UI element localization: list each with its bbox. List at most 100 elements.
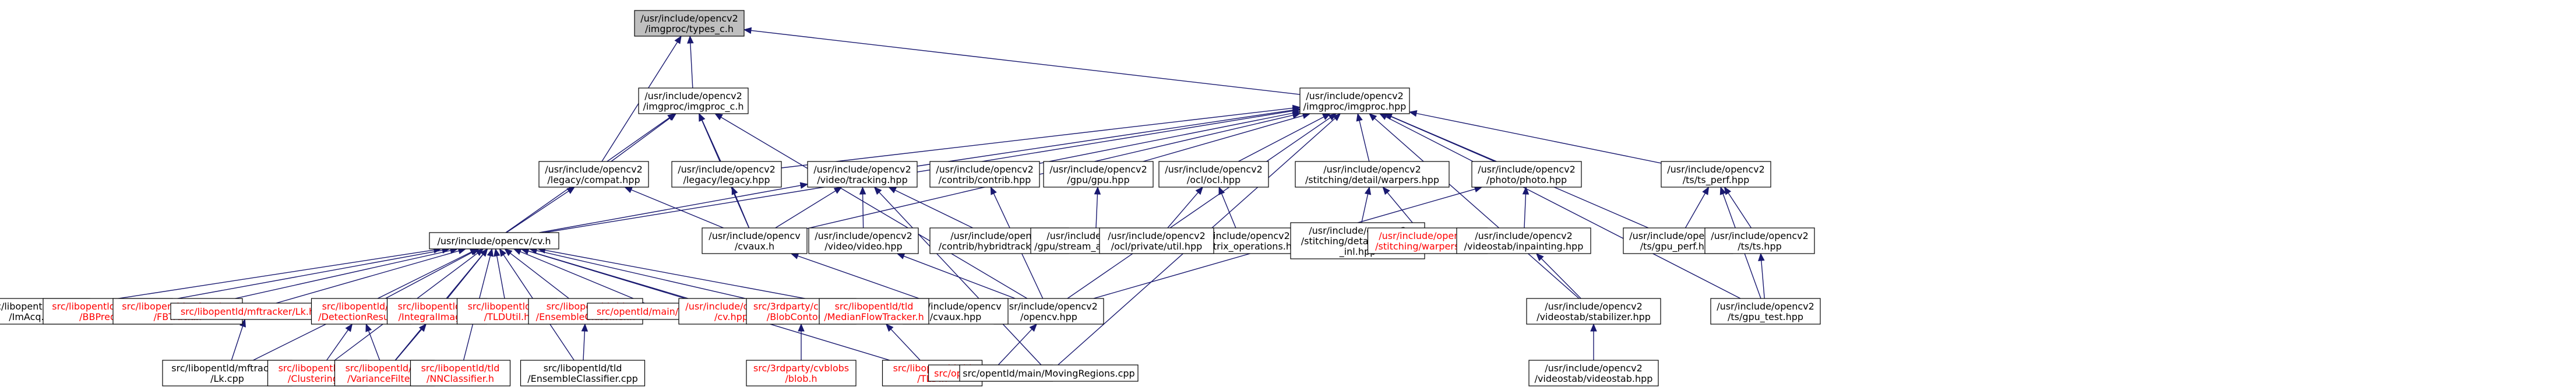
node-label: /usr/include/opencv2 xyxy=(1323,164,1421,175)
node-label: /opencv.hpp xyxy=(1020,311,1077,322)
edge-arrowhead xyxy=(480,248,488,257)
edge-arrowhead xyxy=(1702,186,1710,195)
node-label: /imgproc/imgproc_c.h xyxy=(643,101,743,113)
edge-arrowhead xyxy=(687,35,694,44)
edge-arrowhead xyxy=(365,323,372,332)
node-label: /imgproc/imgproc.hpp xyxy=(1303,101,1407,112)
node-label: /VarianceFilter.h xyxy=(347,373,422,384)
node-box xyxy=(410,360,511,387)
node-ts-hpp[interactable]: /usr/include/opencv2/ts/ts.hpp xyxy=(1704,227,1815,254)
node-photo[interactable]: /usr/include/opencv2/photo/photo.hpp xyxy=(1471,161,1582,188)
edge-arrowhead xyxy=(487,248,494,257)
node-box xyxy=(1295,161,1450,188)
node-lk-h[interactable]: src/libopentld/mftracker/Lk.h xyxy=(170,303,325,320)
node-label: src/libopentld/tld xyxy=(346,363,424,374)
edge-imgproc-hpp-to-video-tracking xyxy=(917,107,1301,167)
node-stabilizer[interactable]: /usr/include/opencv2/videostab/stabilize… xyxy=(1526,298,1661,325)
edge-line xyxy=(1221,193,1236,229)
node-box xyxy=(1158,161,1269,188)
node-ts-gpu-test[interactable]: /usr/include/opencv2/ts/gpu_test.hpp xyxy=(1710,298,1821,325)
node-legacy-compat[interactable]: /usr/include/opencv2/legacy/compat.hpp xyxy=(538,161,649,188)
node-label: src/libopentld/tld xyxy=(421,363,500,374)
node-label: /usr/include/opencv/cv.h xyxy=(437,236,551,247)
node-nn-classifier[interactable]: src/libopentld/tld/NNClassifier.h xyxy=(410,360,511,387)
edge-arrowhead xyxy=(859,186,866,195)
node-box xyxy=(993,298,1104,325)
edge-line xyxy=(1359,120,1370,162)
node-label: /usr/include/opencv2 xyxy=(1306,90,1404,101)
edge-arrowhead xyxy=(873,187,882,195)
node-label: /usr/include/opencv2 xyxy=(1475,230,1573,241)
edge-line xyxy=(1361,194,1369,223)
edge-arrowhead xyxy=(1382,187,1390,195)
node-ensemble-cpp[interactable]: src/libopentld/tld/EnsembleClassifier.cp… xyxy=(520,360,646,387)
edge-blob-contour-to-blob-h xyxy=(798,323,805,361)
node-cvaux-h[interactable]: /usr/include/opencv/cvaux.h xyxy=(702,227,808,254)
node-label: /video/tracking.hpp xyxy=(817,174,907,185)
edge-line xyxy=(544,110,1294,233)
node-videostab[interactable]: /usr/include/opencv2/videostab/videostab… xyxy=(1528,360,1659,387)
edge-imgproc-hpp-to-stabilizer xyxy=(1369,113,1580,299)
node-inpainting[interactable]: /usr/include/opencv2/videostab/inpaintin… xyxy=(1456,227,1591,254)
graph-nodes: /usr/include/opencv2/imgproc/types_c.h/u… xyxy=(0,10,1821,387)
edge-ts-perf-to-ts-gpu-perf xyxy=(1685,186,1710,229)
edge-line xyxy=(235,250,451,299)
node-label: /legacy/legacy.hpp xyxy=(683,174,770,185)
node-box xyxy=(1528,360,1659,387)
node-moving-regions[interactable]: src/opentld/main/MovingRegions.cpp xyxy=(959,364,1139,382)
node-video-hpp[interactable]: /usr/include/opencv2/video/video.hpp xyxy=(808,227,919,254)
node-label: /cvaux.h xyxy=(735,241,774,252)
node-video-tracking[interactable]: /usr/include/opencv2/video/tracking.hpp xyxy=(807,161,918,188)
edge-types-c-to-imgproc-hpp xyxy=(743,27,1301,95)
node-legacy-legacy[interactable]: /usr/include/opencv2/legacy/legacy.hpp xyxy=(671,161,782,188)
edge-arrowhead xyxy=(667,113,676,121)
node-opencv-h[interactable]: /usr/include/opencv/cv.h xyxy=(429,232,559,250)
node-blob-h[interactable]: src/3rdparty/cvblobs/blob.h xyxy=(746,360,857,387)
edge-imgproc-hpp-to-gpu xyxy=(1143,112,1311,162)
edge-opencv-h-to-detection-result xyxy=(385,248,480,299)
node-label: /cv.hpp xyxy=(714,311,748,322)
edge-arrowhead xyxy=(1195,187,1203,195)
node-label: _inl.hpp xyxy=(1339,246,1376,258)
edge-line xyxy=(583,331,586,361)
node-label: /ocl/private/util.hpp xyxy=(1111,241,1203,252)
node-label: /EnsembleClassifier.cpp xyxy=(527,373,638,384)
edge-video-tracking-to-opencv-h xyxy=(539,182,809,233)
node-box xyxy=(170,303,325,320)
edge-opencv-h-to-ensemble-h xyxy=(504,248,569,299)
node-label: /ocl/ocl.hpp xyxy=(1187,174,1241,185)
node-label: /usr/include/opencv2 xyxy=(1711,230,1809,241)
node-imgproc-c[interactable]: /usr/include/opencv2/imgproc/imgproc_c.h xyxy=(638,87,749,114)
edge-arrowhead xyxy=(731,186,738,195)
node-stitch-warpers[interactable]: /usr/include/opencv2/stitching/detail/wa… xyxy=(1295,161,1450,188)
node-opencv-hpp[interactable]: /usr/include/opencv2/opencv.hpp xyxy=(993,298,1104,325)
node-label: /usr/include/opencv2 xyxy=(815,230,912,241)
node-box xyxy=(1471,161,1582,188)
edge-line xyxy=(690,43,693,89)
edge-line xyxy=(917,110,1294,167)
node-contrib[interactable]: /usr/include/opencv2/contrib/contrib.hpp xyxy=(929,161,1040,188)
edge-line xyxy=(890,329,921,361)
edge-integral-image-to-variance-filter xyxy=(395,324,427,361)
edge-arrowhead xyxy=(1356,113,1363,122)
edge-opencv-h-to-fb-predict xyxy=(172,247,450,300)
edge-line xyxy=(734,193,750,229)
node-gpu[interactable]: /usr/include/opencv2/gpu/gpu.hpp xyxy=(1043,161,1154,188)
edge-line xyxy=(545,250,820,302)
node-box xyxy=(819,298,929,325)
edge-legacy-legacy-to-cvaux-h xyxy=(731,186,750,229)
node-private-hpp[interactable]: /usr/include/opencv2/ocl/private/util.hp… xyxy=(1099,227,1214,254)
edge-line xyxy=(1039,113,1294,164)
node-box xyxy=(746,360,857,387)
node-ts-perf[interactable]: /usr/include/opencv2/ts/ts_perf.hpp xyxy=(1661,161,1771,188)
node-box xyxy=(959,364,1139,382)
node-median-flow[interactable]: src/libopentld/tld/MedianFlowTracker.h xyxy=(819,298,929,325)
edge-detection-result-to-variance-filter xyxy=(365,323,380,361)
node-label: /blob.h xyxy=(785,373,817,384)
edge-legacy-compat-to-opencv-h xyxy=(506,187,576,233)
edge-line xyxy=(894,189,973,229)
node-box xyxy=(634,10,745,37)
node-ocl[interactable]: /usr/include/opencv2/ocl/ocl.hpp xyxy=(1158,161,1269,188)
node-imgproc-hpp[interactable]: /usr/include/opencv2/imgproc/imgproc.hpp xyxy=(1299,87,1410,114)
edge-imgproc-hpp-to-opencv-h xyxy=(544,107,1301,233)
